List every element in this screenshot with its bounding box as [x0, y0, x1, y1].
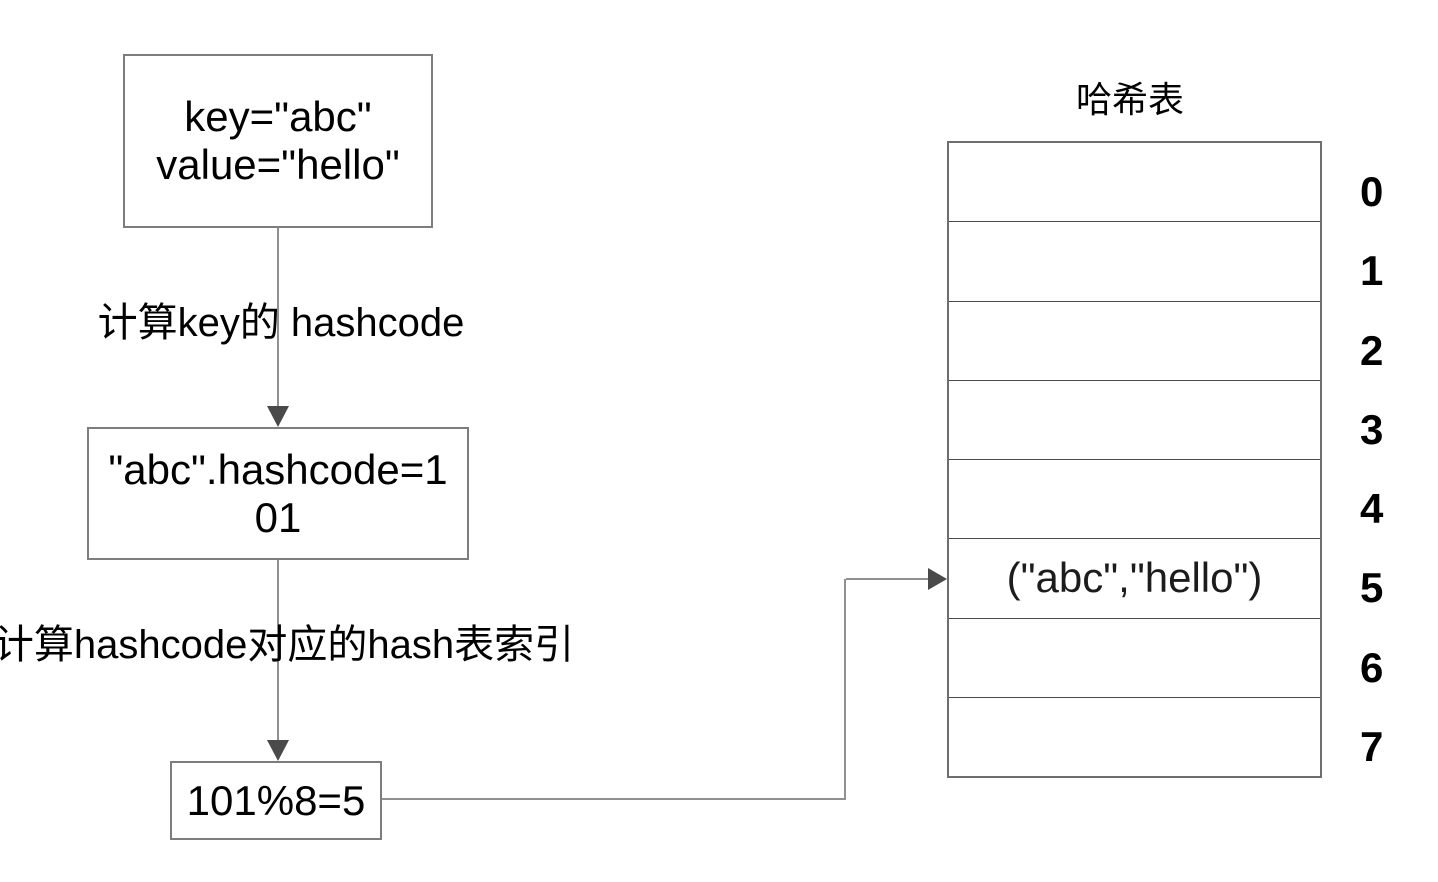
table-cell-value: ("abc","hello") — [1006, 554, 1263, 602]
connector-vertical — [844, 579, 846, 800]
step2-label: 计算hashcode对应的hash表索引 — [0, 623, 575, 667]
table-row-3: 3 — [949, 381, 1383, 460]
arrowhead-down-icon — [267, 406, 289, 427]
table-row-7: 7 — [949, 698, 1383, 776]
step1-label: 计算key的 hashcode — [97, 301, 465, 345]
hash-table: 0 1 2 3 4 ("abc","hello") 5 6 7 — [947, 141, 1383, 778]
arrowhead-down-icon — [267, 740, 289, 761]
mod-text: 101%8=5 — [186, 776, 366, 824]
flow-line-2 — [277, 560, 279, 742]
table-row-6: 6 — [949, 619, 1383, 698]
table-row-1: 1 — [949, 222, 1383, 302]
connector-horizontal-bottom — [382, 798, 845, 800]
row-index-label: 7 — [1360, 722, 1384, 770]
key-text: key="abc" — [184, 93, 372, 140]
connector-horizontal-top — [846, 578, 928, 580]
row-index-label: 0 — [1360, 168, 1384, 216]
row-index-label: 5 — [1360, 564, 1384, 612]
row-index-label: 3 — [1360, 405, 1384, 453]
arrowhead-right-icon — [928, 568, 947, 590]
row-index-label: 1 — [1360, 247, 1384, 295]
flow-box-key-value: key="abc" value="hello" — [123, 54, 433, 228]
row-index-label: 2 — [1360, 326, 1384, 374]
table-row-5: ("abc","hello") 5 — [949, 539, 1383, 619]
table-row-4: 4 — [949, 460, 1383, 540]
hashcode-text-line1: "abc".hashcode=1 — [108, 445, 448, 493]
value-text: value="hello" — [156, 141, 400, 188]
hashcode-text-line2: 01 — [254, 493, 302, 541]
table-row-0: 0 — [949, 143, 1383, 223]
row-index-label: 6 — [1360, 643, 1384, 691]
flow-line-1 — [277, 228, 279, 408]
flow-box-mod: 101%8=5 — [170, 761, 382, 840]
row-index-label: 4 — [1360, 485, 1384, 533]
table-row-2: 2 — [949, 302, 1383, 381]
flow-box-hashcode: "abc".hashcode=1 01 — [87, 427, 469, 560]
hash-table-title: 哈希表 — [1075, 79, 1185, 120]
